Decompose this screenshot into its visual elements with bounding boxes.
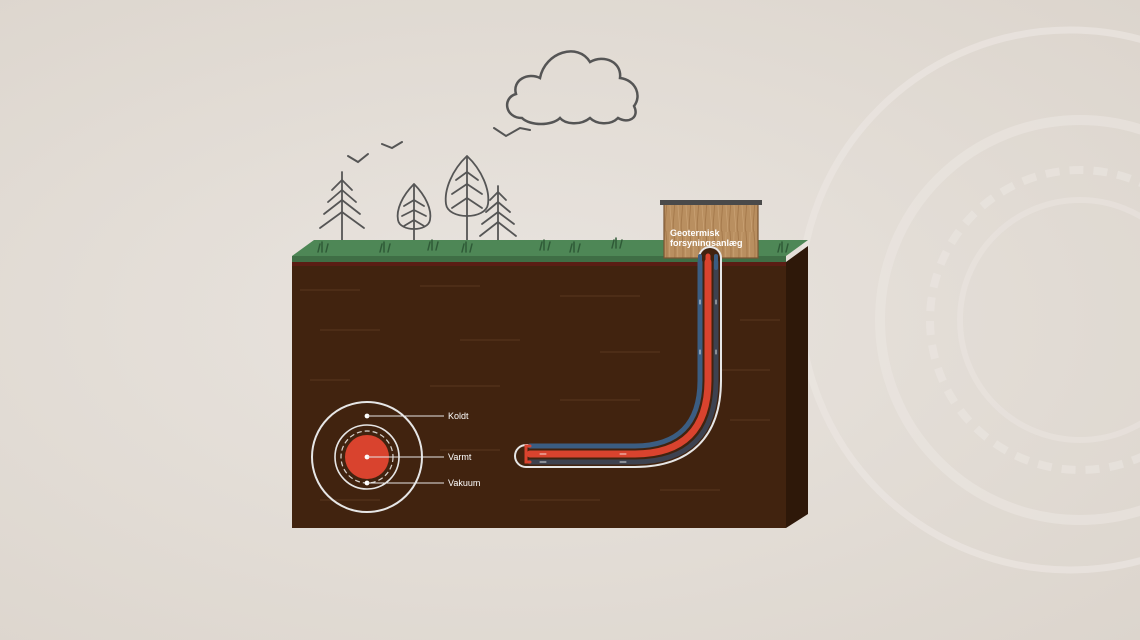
cold-pipe: [527, 259, 703, 449]
bird-icon: [347, 153, 369, 164]
label-vacuum: Vakuum: [448, 478, 480, 488]
facility-label-line2: forsyningsanlæg: [670, 238, 743, 248]
bird-icons: [347, 126, 531, 164]
bird-icon: [493, 126, 531, 138]
leaf-tree-icon: [396, 183, 432, 249]
trees: [319, 155, 517, 249]
grass-tufts: [317, 237, 789, 253]
borehole-pipe: [514, 246, 722, 468]
pine-tree-icon: [479, 185, 517, 249]
background-rings: [796, 26, 1140, 574]
cloud-icon: [506, 50, 639, 126]
leaf-tree-icon: [444, 155, 490, 247]
ground-block: [292, 240, 808, 528]
pipe-cross-section: Koldt Varmt Vakuum: [311, 401, 480, 513]
label-cold: Koldt: [448, 411, 469, 421]
label-warm: Varmt: [448, 452, 472, 462]
bird-icon: [381, 141, 403, 150]
pine-tree-icon: [319, 171, 365, 247]
hot-pipe: [526, 258, 712, 458]
facility-label-line1: Geotermisk: [670, 228, 721, 238]
